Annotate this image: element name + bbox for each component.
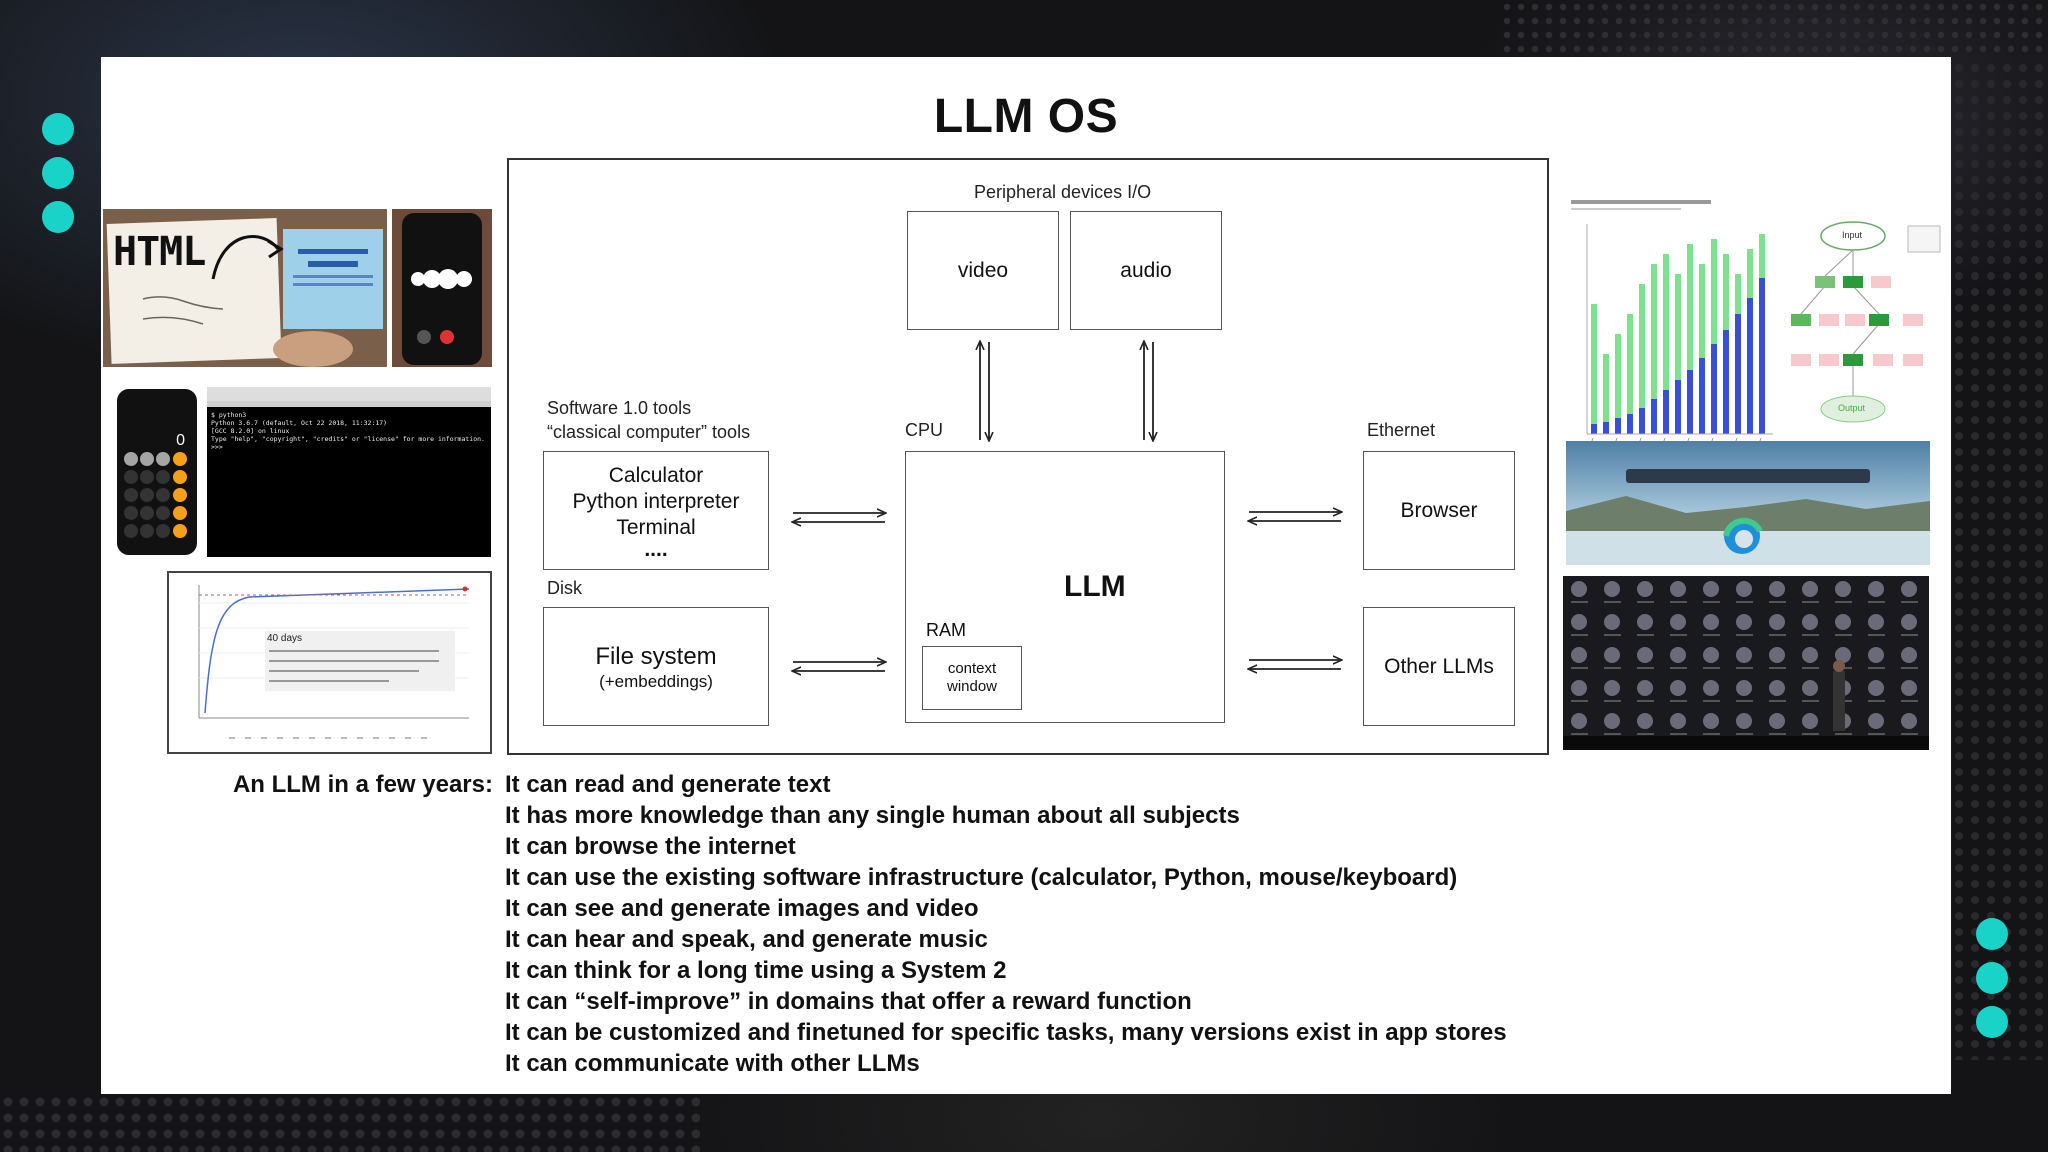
accent-dot xyxy=(42,113,74,145)
tool-item: Calculator xyxy=(608,463,704,487)
accent-dot xyxy=(1976,918,2008,950)
capability-item: It can read and generate text xyxy=(505,771,831,798)
capability-item: It can use the existing software infrast… xyxy=(505,864,1458,891)
disk-label: Disk xyxy=(547,578,582,598)
capability-item: It has more knowledge than any single hu… xyxy=(505,802,1240,829)
software-tools-label-line2: “classical computer” tools xyxy=(547,422,751,442)
tot-output-label: Output xyxy=(1838,403,1866,413)
arrow-double-icon xyxy=(793,513,885,522)
browser-box: Browser xyxy=(1363,451,1515,570)
context-window-label-line2: window xyxy=(946,678,998,695)
capability-item: It can hear and speak, and generate musi… xyxy=(505,926,988,953)
ram-label: RAM xyxy=(926,620,966,640)
llm-os-diagram: Peripheral devices I/O video audio Softw… xyxy=(507,158,1549,755)
terminal-line: [GCC 8.2.0] on linux xyxy=(211,427,290,435)
calculator-illustration: 0 xyxy=(117,389,197,555)
capability-item: It can communicate with other LLMs xyxy=(505,1050,920,1077)
arrow-double-icon xyxy=(1249,512,1341,521)
audio-label: audio xyxy=(1120,258,1172,282)
llm-cpu-box: LLM RAM context window xyxy=(905,451,1225,723)
video-label: video xyxy=(957,258,1009,282)
tool-item-ellipsis: .... xyxy=(644,537,668,561)
halftone-pattern-top-right xyxy=(1500,0,2048,60)
other-llms-box: Other LLMs xyxy=(1363,607,1515,726)
exam-bars-illustration xyxy=(1571,200,1941,463)
browser-screenshot xyxy=(1566,441,1930,565)
capability-item: It can browse the internet xyxy=(505,833,796,860)
exam-results-and-tree-of-thoughts-figure: Input Output xyxy=(1563,194,1947,484)
calculator-phone-photo: 0 xyxy=(115,387,199,557)
capability-list: It can read and generate text It has mor… xyxy=(505,769,1507,1079)
python-terminal-screenshot: $ python3 Python 3.6.7 (default, Oct 22 … xyxy=(207,387,491,557)
alphago-annotation: 40 days xyxy=(267,633,303,644)
capability-item: It can see and generate images and video xyxy=(505,895,979,922)
audio-box: audio xyxy=(1070,211,1222,330)
tot-input-label: Input xyxy=(1842,230,1863,240)
terminal-line: Python 3.6.7 (default, Oct 22 2018, 11:3… xyxy=(211,419,388,427)
alphago-learning-curve-chart: 40 days xyxy=(167,571,492,754)
terminal-line: $ python3 xyxy=(211,411,247,419)
file-system-sublabel: (+embeddings) xyxy=(599,671,713,691)
accent-dot xyxy=(1976,962,2008,994)
html-sketch-text: HTML xyxy=(113,229,206,275)
accent-dot xyxy=(42,157,74,189)
voice-phone-photo xyxy=(392,209,492,367)
capability-item: It can be customized and finetuned for s… xyxy=(505,1019,1507,1046)
slide: LLM OS HTML xyxy=(101,57,1951,1094)
browser-label: Browser xyxy=(1400,498,1478,522)
context-window-label-line1: context xyxy=(947,660,997,677)
other-llms-label: Other LLMs xyxy=(1384,654,1494,678)
learning-curve-illustration xyxy=(198,585,470,739)
tools-box: Calculator Python interpreter Terminal .… xyxy=(543,451,769,570)
gpt-store-stage-photo xyxy=(1563,576,1929,750)
terminal-menubar xyxy=(207,401,491,407)
accent-dot xyxy=(42,201,74,233)
video-box: video xyxy=(907,211,1059,330)
capability-item: It can think for a long time using a Sys… xyxy=(505,957,1007,984)
file-system-label: File system xyxy=(595,642,717,670)
arrow-double-icon xyxy=(1249,660,1341,669)
terminal-line: >>> xyxy=(211,443,223,451)
arrow-double-icon xyxy=(980,342,989,440)
terminal-line: Type "help", "copyright", "credits" or "… xyxy=(211,435,485,443)
future-llm-label: An LLM in a few years: xyxy=(232,771,493,798)
peripheral-devices-label: Peripheral devices I/O xyxy=(974,182,1152,202)
arrow-double-icon xyxy=(1144,342,1153,440)
accent-dot xyxy=(1976,1006,2008,1038)
arrow-double-icon xyxy=(793,662,885,671)
llm-label: LLM xyxy=(1064,570,1126,603)
halftone-pattern-bottom-left xyxy=(0,1094,700,1152)
halftone-pattern-right xyxy=(1951,60,2048,1060)
svg-text:0: 0 xyxy=(176,432,185,449)
edge-browser-logo xyxy=(1723,517,1763,554)
slide-title: LLM OS xyxy=(933,90,1119,143)
html-sketch-photo: HTML xyxy=(103,209,387,367)
cpu-label: CPU xyxy=(905,420,944,440)
tool-item: Terminal xyxy=(616,515,696,539)
tool-item: Python interpreter xyxy=(572,489,740,513)
gpt-grid-illustration xyxy=(1563,576,1929,750)
context-window-box: context window xyxy=(922,646,1022,710)
ethernet-label: Ethernet xyxy=(1367,420,1436,440)
software-tools-label-line1: Software 1.0 tools xyxy=(547,398,692,418)
html-sketch-illustration xyxy=(103,209,387,367)
voice-phone-illustration xyxy=(402,213,482,365)
edge-browser-illustration xyxy=(1566,441,1930,565)
capability-item: It can “self-improve” in domains that of… xyxy=(505,988,1192,1015)
file-system-box: File system (+embeddings) xyxy=(543,607,769,726)
